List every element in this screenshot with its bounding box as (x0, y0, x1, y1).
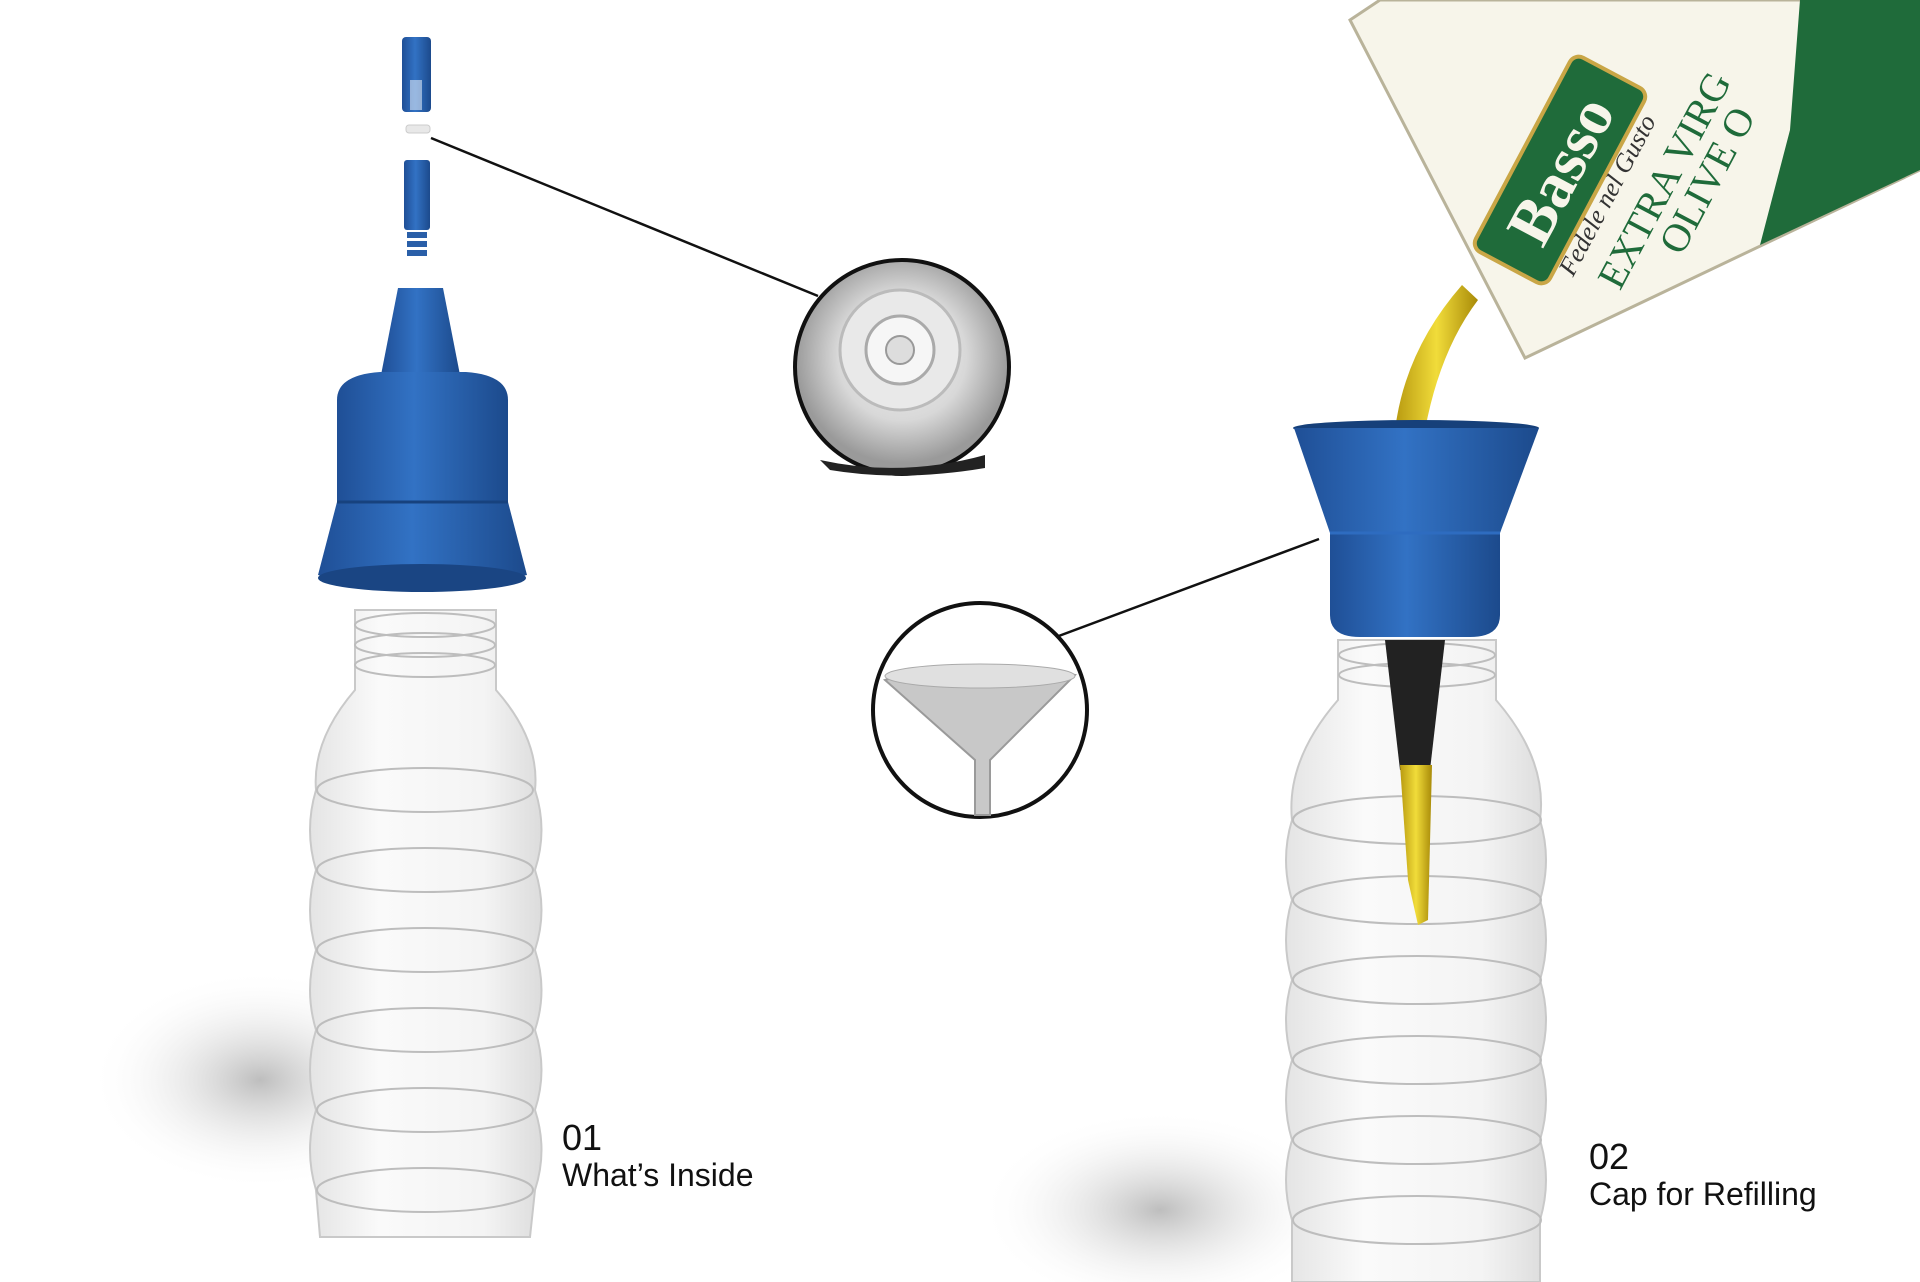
refill-funnel-cap (1293, 420, 1539, 637)
step-caption: What’s Inside (562, 1156, 754, 1193)
callout-line-valve (430, 136, 819, 298)
step-02-label: 02 Cap for Refilling (1589, 1137, 1817, 1212)
step-number: 02 (1589, 1136, 1630, 1177)
step-01-label: 01 What’s Inside (562, 1118, 754, 1193)
inner-funnel-spout (1385, 640, 1445, 770)
dispensing-cap (318, 288, 527, 592)
bottle-shadow-right (980, 1110, 1340, 1282)
funnel-detail-callout (871, 601, 1089, 819)
valve-detail-callout (793, 258, 1011, 476)
bottle-left (309, 609, 543, 1238)
olive-oil-can: Basso Fedele nel Gusto EXTRA VIRG OLIVE … (1348, 0, 1920, 360)
oil-in-bottle (1400, 765, 1432, 925)
oil-stream (1395, 285, 1478, 430)
bottle-right (1285, 639, 1547, 1282)
callout-line-funnel (1055, 537, 1320, 639)
valve-pin-parts (402, 37, 431, 256)
step-caption: Cap for Refilling (1589, 1175, 1817, 1212)
step-number: 01 (562, 1117, 603, 1158)
